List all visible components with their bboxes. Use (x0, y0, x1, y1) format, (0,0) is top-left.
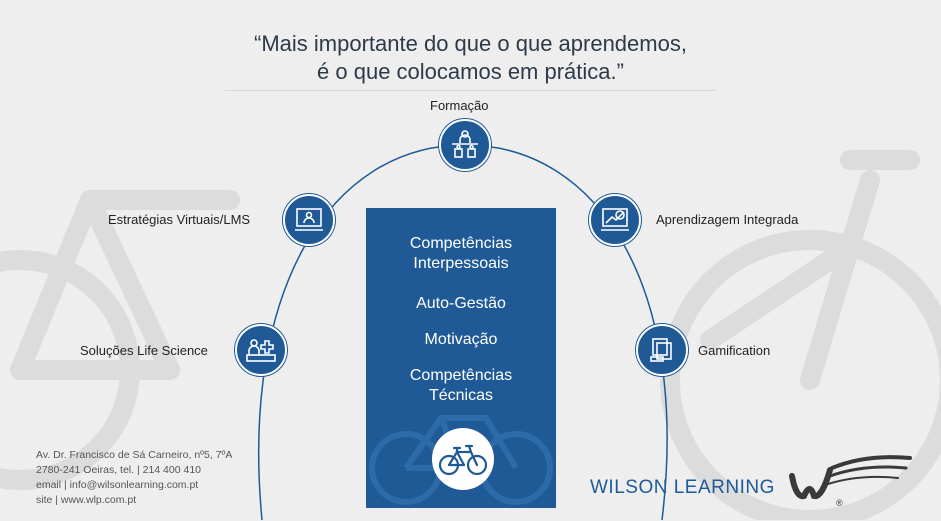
label-gamification: Gamification (698, 343, 771, 358)
registered-mark: ® (836, 498, 843, 508)
bicycle-icon (438, 444, 488, 476)
contact-address: Av. Dr. Francisco de Sá Carneiro, nº5, 7… (36, 449, 233, 461)
training-icon (452, 130, 478, 158)
node-estrategias-virtuais[interactable] (283, 194, 335, 246)
headline-quote: “Mais importante do que o que aprendemos… (0, 30, 941, 86)
competency-technical-line-1: Competências (409, 367, 513, 384)
contact-email[interactable]: email | info@wilsonlearning.com.pt (36, 479, 199, 491)
competency-interpersonal-line-1: Competências (409, 235, 513, 252)
label-estrategias-virtuais: Estratégias Virtuais/LMS (108, 212, 251, 227)
background-bicycle-right (660, 150, 941, 520)
life-science-icon (246, 339, 276, 362)
integrated-learning-icon (601, 208, 629, 231)
background-bicycle-left (0, 190, 240, 490)
contact-website[interactable]: site | www.wlp.com.pt (36, 494, 137, 506)
competency-self-management: Auto-Gestão (416, 295, 506, 312)
competency-interpersonal-line-2: Interpessoais (413, 255, 509, 272)
brand-name: WILSON LEARNING (590, 477, 775, 498)
node-life-science[interactable] (235, 324, 287, 376)
competency-technical: Competências Técnicas (366, 366, 556, 406)
quote-divider (225, 90, 715, 91)
label-formacao: Formação (430, 98, 489, 113)
node-aprendizagem-integrada[interactable] (589, 194, 641, 246)
bicycle-badge (432, 428, 494, 490)
contact-postal-phone: 2780-241 Oeiras, tel. | 214 400 410 (36, 464, 202, 476)
node-formacao[interactable] (439, 119, 491, 171)
wilson-learning-logo: ® (789, 455, 912, 508)
competency-interpersonal: Competências Interpessoais (366, 234, 556, 274)
virtual-classroom-icon (295, 208, 323, 231)
label-aprendizagem-integrada: Aprendizagem Integrada (656, 212, 799, 227)
gamification-icon (650, 338, 672, 362)
label-life-science: Soluções Life Science (80, 343, 208, 358)
contact-info: Av. Dr. Francisco de Sá Carneiro, nº5, 7… (36, 448, 232, 508)
node-gamification[interactable] (636, 324, 688, 376)
competency-motivation: Motivação (424, 331, 498, 348)
quote-line-1: “Mais importante do que o que aprendemos… (254, 31, 687, 56)
competency-technical-line-2: Técnicas (428, 387, 494, 404)
quote-line-2: é o que colocamos em prática.” (317, 59, 624, 84)
